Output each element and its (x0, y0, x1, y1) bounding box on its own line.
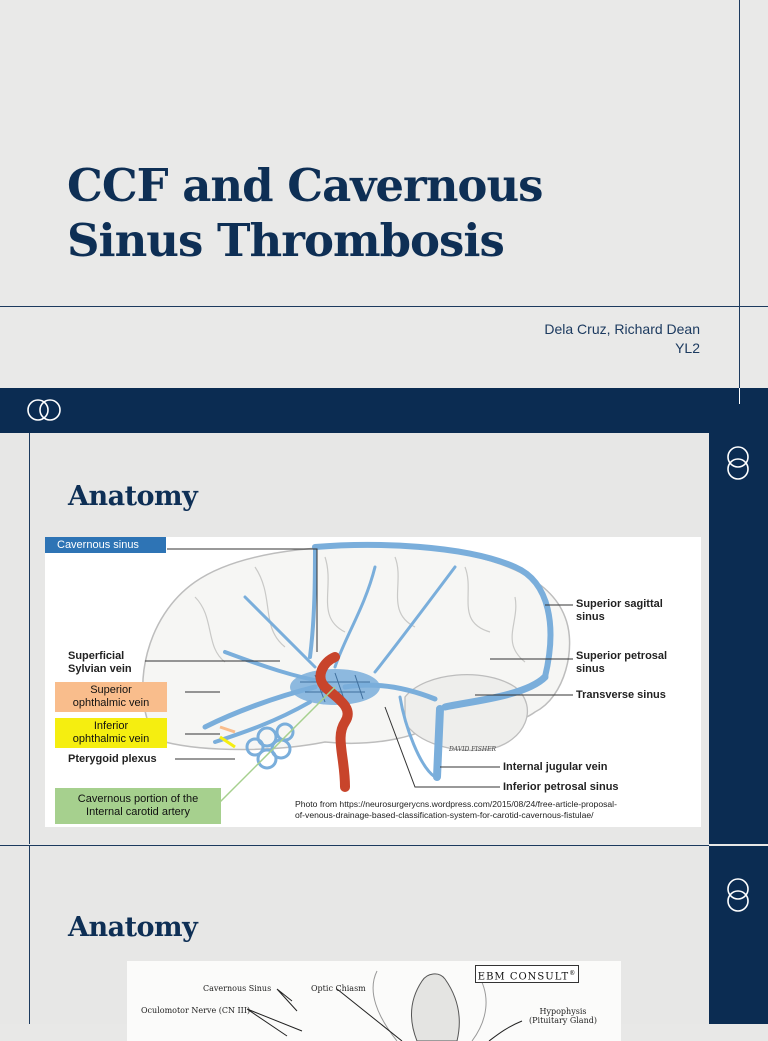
superior-ophthalmic-vein-label: Superior ophthalmic vein (55, 682, 167, 712)
title-divider-line (0, 306, 768, 307)
slide2-sidebar (709, 433, 768, 844)
label-line: Cavernous portion of the (77, 793, 199, 805)
label-line: Superficial (68, 650, 125, 662)
superior-sagittal-sinus-label: Superior sagittal sinus (576, 598, 663, 624)
slide-heading: Anatomy (68, 481, 198, 512)
slide-separator-band (0, 388, 768, 433)
presentation-title: CCF and Cavernous Sinus Thrombosis (67, 158, 543, 268)
cavernous-sinus-label: Cavernous sinus (45, 537, 166, 553)
label-line: sinus (576, 611, 605, 623)
title-line-1: CCF and Cavernous (67, 159, 543, 212)
credit-line: of-venous-drainage-based-classification-… (295, 810, 594, 820)
pterygoid-plexus-label: Pterygoid plexus (68, 753, 157, 765)
label-line: sinus (576, 663, 605, 675)
label-line: Internal carotid artery (86, 806, 190, 818)
photo-credit: Photo from https://neurosurgerycns.wordp… (295, 799, 617, 821)
brand-text: EBM CONSULT (477, 971, 570, 983)
internal-jugular-vein-label: Internal jugular vein (503, 761, 608, 773)
label-line: Superior petrosal (576, 650, 668, 662)
title-vertical-line (739, 0, 740, 404)
label-line: Inferior (93, 720, 129, 732)
slide3-left-line (29, 846, 30, 1024)
label-line: ophthalmic vein (72, 697, 150, 709)
hypophysis-label: Hypophysis (Pituitary Gland) (529, 1007, 597, 1025)
artist-signature: DAVID FISHER (448, 746, 497, 753)
slide-divider-line (0, 845, 709, 846)
label-line: Sylvian vein (68, 663, 132, 675)
anatomy-slide-1: Anatomy (0, 433, 768, 844)
venous-anatomy-figure: DAVID FISHER Cavernous sinus Superior sa… (45, 537, 701, 827)
superficial-sylvian-vein-label: Superficial Sylvian vein (68, 650, 132, 676)
superior-petrosal-sinus-label: Superior petrosal sinus (576, 650, 667, 676)
registered-mark: ® (569, 970, 577, 977)
slide3-sidebar (709, 846, 768, 1024)
interlocking-rings-icon (26, 398, 62, 422)
anatomy-slide-2: Anatomy Cavernous Sinus Optic Chiasm Ocu… (0, 846, 768, 1041)
oculomotor-nerve-label: Oculomotor Nerve (CN III) (141, 1006, 251, 1015)
label-line: Superior (90, 684, 132, 696)
interlocking-rings-icon (726, 877, 750, 913)
credit-line: Photo from https://neurosurgerycns.wordp… (295, 799, 617, 809)
transverse-sinus-label: Transverse sinus (576, 689, 666, 701)
brain-venous-illustration: DAVID FISHER (141, 541, 573, 808)
cavernous-sinus-label: Cavernous Sinus (203, 984, 272, 993)
author-level: YL2 (675, 340, 700, 356)
cavernous-carotid-label: Cavernous portion of the Internal caroti… (55, 788, 221, 824)
ebm-anatomy-figure: Cavernous Sinus Optic Chiasm Oculomotor … (127, 961, 621, 1041)
slide2-left-line (29, 433, 30, 844)
interlocking-rings-icon (726, 445, 750, 481)
optic-chiasm-label: Optic Chiasm (311, 984, 366, 993)
label-line: Superior sagittal (576, 598, 663, 610)
ebm-consult-logo: EBM CONSULT® (475, 965, 579, 983)
label-line: Hypophysis (539, 1007, 587, 1016)
inferior-petrosal-sinus-label: Inferior petrosal sinus (503, 781, 619, 793)
title-slide: CCF and Cavernous Sinus Thrombosis Dela … (0, 0, 768, 404)
slide-heading: Anatomy (68, 912, 198, 943)
label-line: (Pituitary Gland) (529, 1016, 597, 1025)
band-vertical-line (739, 388, 740, 404)
inferior-ophthalmic-vein-label: Inferior ophthalmic vein (55, 718, 167, 748)
author-name: Dela Cruz, Richard Dean (544, 321, 700, 337)
label-line: ophthalmic vein (72, 733, 150, 745)
title-line-2: Sinus Thrombosis (67, 214, 505, 267)
